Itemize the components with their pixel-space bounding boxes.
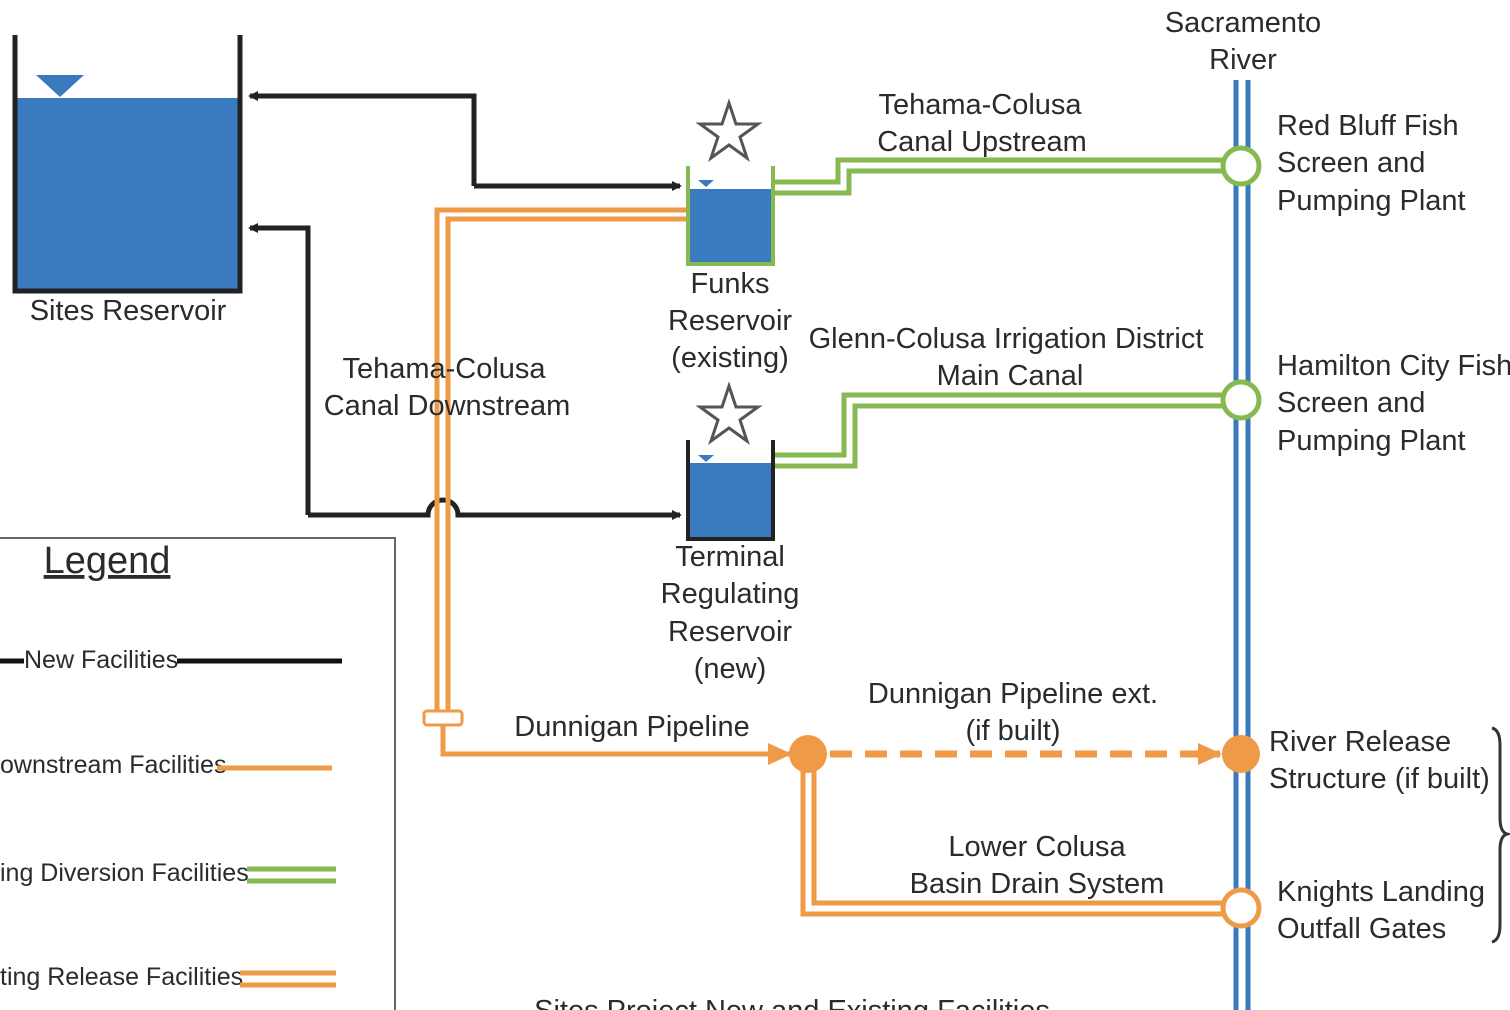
sacramento-river-label-2: River [1209,44,1277,76]
lower-colusa-label-2: Basin Drain System [910,868,1165,900]
sacramento-river-line [1233,80,1251,1010]
lower-colusa-line [800,770,1222,917]
hamilton-label-2: Screen and [1277,387,1425,419]
footer-title: Sites Project New and Existing Facilitie… [534,995,1050,1010]
gcid-label-1: Glenn-Colusa Irrigation District [809,323,1204,355]
sites-reservoir-label: Sites Reservoir [30,295,227,327]
gcid-line [774,392,1222,469]
hamilton-label-1: Hamilton City Fish [1277,350,1510,382]
bracket-icon [1491,726,1510,944]
terminal-reservoir-icon [686,440,775,541]
hamilton-label-3: Pumping Plant [1277,425,1466,457]
terminal-label-1: Terminal [675,541,785,573]
tcc-upstream-label-1: Tehama-Colusa [878,89,1082,121]
terminal-star-icon [695,381,763,445]
legend-item-downstream-label: ownstream Facilities [0,751,226,779]
sites-reservoir-icon [12,35,243,294]
dunnigan-ext-label-1: Dunnigan Pipeline ext. [868,678,1158,710]
sacramento-river-label-1: Sacramento [1165,7,1321,39]
river-release-node [1222,735,1260,773]
gcid-label-2: Main Canal [937,360,1084,392]
hamilton-city-node [1220,379,1262,421]
tcc-downstream-label-1: Tehama-Colusa [342,353,546,385]
funks-label-2: Reservoir [668,305,792,337]
red-bluff-node [1220,145,1262,187]
terminal-label-3: Reservoir [668,616,792,648]
tcc-downstream-label-2: Canal Downstream [324,390,571,422]
dunnigan-junction-node [789,735,827,773]
red-bluff-label-1: Red Bluff Fish [1277,110,1459,142]
red-bluff-label-3: Pumping Plant [1277,185,1466,217]
legend: Legend New Facilities ownstream Faciliti… [0,537,396,1010]
red-bluff-label-2: Screen and [1277,147,1425,179]
funks-label-3: (existing) [671,342,789,374]
dunnigan-pipeline-label: Dunnigan Pipeline [514,711,749,743]
knights-landing-label-1: Knights Landing [1277,876,1485,908]
legend-title: Legend [44,540,171,582]
river-release-label-1: River Release [1269,726,1451,758]
tcc-upstream-label-2: Canal Upstream [877,126,1087,158]
knights-landing-node [1220,887,1262,929]
legend-item-diversion-label: ing Diversion Facilities [0,859,249,887]
legend-item-new-label: New Facilities [24,646,178,674]
terminal-label-4: (new) [694,653,767,685]
terminal-label-2: Regulating [661,578,800,610]
tcc-upstream-line [774,157,1222,196]
river-release-label-2: Structure (if built) [1269,763,1490,795]
funks-label-1: Funks [691,268,770,300]
funks-star-icon [695,98,763,162]
dunnigan-ext-label-2: (if built) [965,715,1060,747]
lower-colusa-label-1: Lower Colusa [948,831,1126,863]
legend-item-release-label: ting Release Facilities [0,963,243,991]
knights-landing-label-2: Outfall Gates [1277,913,1446,945]
dunnigan-pipeline-line [440,726,792,765]
funks-reservoir-icon [686,166,775,266]
new-facilities-lines [248,91,682,520]
tcc-downstream-line [422,207,686,727]
